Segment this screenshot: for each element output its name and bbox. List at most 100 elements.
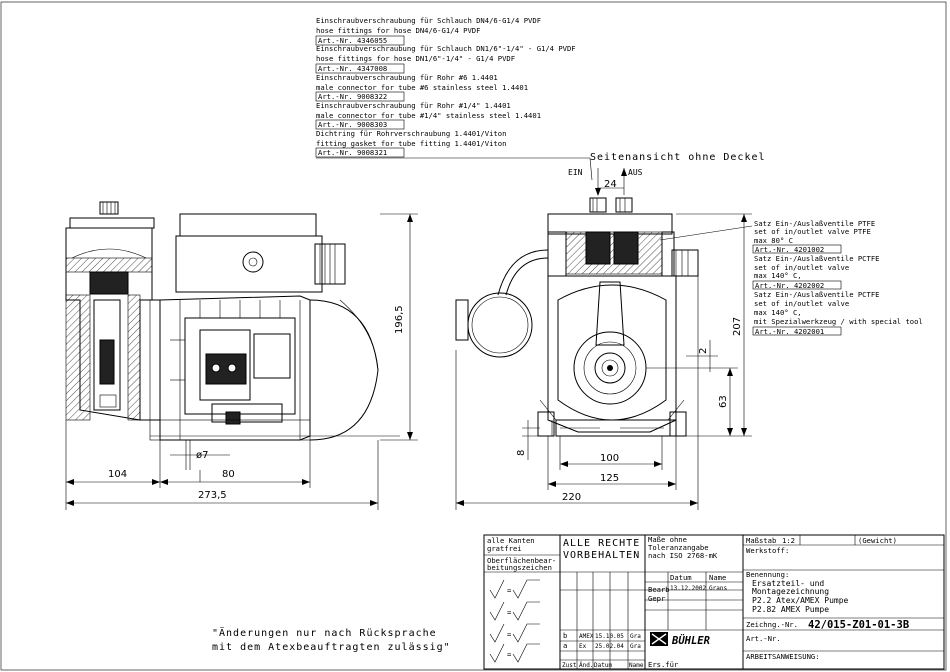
note-1-en: hose fittings for hose DN4/6-G1/4 PVDF [316,26,480,35]
tb-datum-2: Datum [594,662,612,669]
dim-8: 8 [516,450,527,456]
right-view-pump [455,197,699,437]
right-view-labels: Seitenansicht ohne Deckel EIN AUS 24 [568,152,766,196]
logo-text: BÜHLER [671,633,710,647]
note-5-de: Dichtring für Rohrverschraubung 1.4401/V… [316,129,506,138]
dim-196-5: 196,5 [394,305,405,334]
tb-rev-a: a [563,641,567,650]
dim-273-5: 273,5 [198,490,227,501]
svg-text:=: = [507,650,512,659]
tb-name: Name [709,573,726,582]
valve-2-l3: max 140° C, [754,271,802,280]
tb-tol-1: Maße ohne [648,535,687,544]
tb-benennung: Benennung: [746,570,789,579]
dim-80: 80 [222,469,235,480]
aus-label: AUS [628,168,643,177]
tb-gratfrei: gratfrei [487,544,522,553]
atex-note-line-1: "Änderungen nur nach Rücksprache [212,626,437,639]
tb-bearb-name: Grans [709,585,727,592]
note-4-en: male connector for tube #1/4" stainless … [316,111,541,120]
tb-arbeit: ARBEITSANWEISUNG: [746,652,820,661]
tb-tol-3: nach ISO 2768-mK [648,551,718,560]
valve-2-l2: set of in/outlet valve [754,263,849,272]
tb-bearb: Bearb [648,585,670,594]
tb-massstab-val: 1:2 [782,536,795,545]
dim-100: 100 [600,453,619,464]
note-2-de: Einschraubverschraubung für Schlauch DN1… [316,44,576,53]
tb-artnr: Art.-Nr. [746,634,781,643]
tb-ben-1: Ersatzteil- und [752,579,824,588]
valve-3-l2: set of in/outlet valve [754,299,849,308]
valve-2-l1: Satz Ein-/Auslaßventile PCTFE [754,254,880,263]
buehler-logo: BÜHLER [650,632,710,647]
tb-name-2: Name [629,662,644,669]
side-view-title: Seitenansicht ohne Deckel [590,152,766,163]
dim-dia-7: ø7 [196,450,208,461]
tb-rev-a-date: 25.02.04 [595,643,624,650]
note-4-de: Einschraubverschraubung für Rohr #1/4" 1… [316,101,511,110]
tb-gewicht: (Gewicht) [858,536,897,545]
valve-2-art: Art.-Nr. 4202002 [755,281,824,290]
tb-zeichn-nr: 42/015-Z01-01-3B [808,619,909,631]
tb-bearb-datum: 13.12.2002 [670,585,707,592]
tb-tol-2: Toleranzangabe [648,543,709,552]
dim-24: 24 [604,179,617,190]
tb-oberfl-1: Oberflächenbear- [487,556,556,565]
note-4-art: Art.-Nr. 9008303 [318,120,387,129]
svg-text:=: = [507,586,512,595]
valve-3-l4: mit Spezialwerkzeug / with special tool [754,317,923,326]
note-3-en: male connector for tube #6 stainless ste… [316,83,528,92]
valve-1-l2: set of in/outlet valve PTFE [754,227,871,236]
dim-63: 63 [718,395,729,408]
note-5-en: fitting gasket for tube fitting 1.4401/V… [316,139,506,148]
tb-ben-4: P2.82 AMEX Pumpe [752,605,829,614]
tb-rev-b: b [563,631,567,640]
dim-2: 2 [698,348,709,354]
tb-gepr: Gepr [648,594,666,603]
valve-1-l3: max 80° C [754,236,793,245]
valve-1-l1: Satz Ein-/Auslaßventile PTFE [754,219,875,228]
dim-220: 220 [562,492,581,503]
note-1-de: Einschraubverschraubung für Schlauch DN4… [316,16,541,25]
svg-text:=: = [507,630,512,639]
tb-ben-2: Montagezeichnung [752,587,829,596]
tb-datum: Datum [670,573,692,582]
valve-1-art: Art.-Nr. 4201002 [755,245,824,254]
left-view-motor [149,213,400,441]
tb-rechte-1: ALLE RECHTE [563,538,640,549]
tb-rev-a-ind: Ex [579,643,587,650]
note-1-art: Art.-Nr. 4346055 [318,36,387,45]
note-2-en: hose fittings for hose DN1/6"-1/4" - G1/… [316,54,515,63]
valve-3-art: Art.-Nr. 4202001 [755,327,824,336]
note-2-art: Art.-Nr. 4347008 [318,64,387,73]
fittings-notes: Einschraubverschraubung für Schlauch DN4… [315,16,593,181]
left-view-dimensions: 196,5 ø7 104 80 273,5 [65,213,418,510]
note-3-art: Art.-Nr. 9008322 [318,92,387,101]
tb-rev-b-ind: AMEX [579,633,594,640]
surface-symbols: = = = = [489,579,540,663]
tb-rev-b-date: 15.10.05 [595,633,624,640]
tb-werkstoff: Werkstoff: [746,546,789,555]
note-5-art: Art.-Nr. 9008321 [318,148,387,157]
tb-ben-3: P2.2 Atex/AMEX Pumpe [752,596,849,605]
tb-ers: Ers.für [648,660,679,669]
tb-massstab-label: Maßstab [746,536,776,545]
tb-zeichn-label: Zeichng.-Nr. [746,620,798,629]
valve-notes: Satz Ein-/Auslaßventile PTFE set of in/o… [659,219,923,336]
atex-note: "Änderungen nur nach Rücksprache mit dem… [212,626,450,653]
tb-rechte-2: VORBEHALTEN [563,550,640,561]
right-view-dimensions: 207 63 2 8 100 125 220 [455,213,752,510]
tb-kanten: alle Kanten [487,536,535,545]
tb-rev-b-name: Gra [630,633,641,640]
tb-zust: Zust [562,662,577,669]
note-3-de: Einschraubverschraubung für Rohr #6 1.44… [316,73,498,82]
ein-label: EIN [568,168,583,177]
svg-text:=: = [507,608,512,617]
valve-3-l3: max 140° C, [754,308,802,317]
tb-aend: Änd. [579,662,593,669]
dim-104: 104 [108,469,127,480]
tb-oberfl-2: beitungszeichen [487,563,552,572]
valve-3-l1: Satz Ein-/Auslaßventile PCTFE [754,290,880,299]
